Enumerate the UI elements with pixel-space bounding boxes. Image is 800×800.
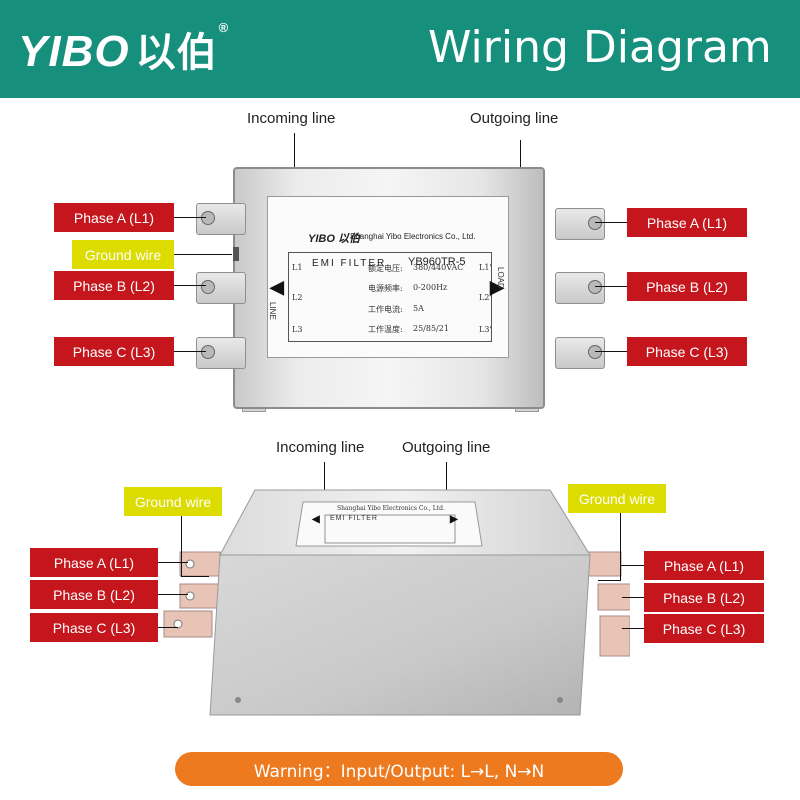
top-left-phase-a-label: Phase A (L1) (54, 203, 174, 232)
bottom-right-phase-b-label: Phase B (L2) (644, 583, 764, 612)
connector-line (174, 217, 206, 218)
plate-model: YB960TR-5 (408, 256, 466, 268)
line-arrow-icon: ◀ (270, 277, 284, 297)
top-left-ground-label: Ground wire (72, 240, 174, 269)
top-right-phase-c-label: Phase C (L3) (627, 337, 747, 366)
page-title: Wiring Diagram (428, 22, 772, 73)
top-incoming-caption: Incoming line (247, 110, 336, 127)
bottom-line-arrow-icon: ◀ (312, 514, 320, 525)
connector-line (622, 597, 644, 598)
bottom-right-ground-label: Ground wire (568, 484, 666, 513)
bottom-outgoing-caption: Outgoing line (402, 439, 491, 456)
connector-line (174, 254, 232, 255)
connector-line (595, 222, 627, 223)
load-arrow-icon: ▶ (490, 277, 504, 297)
connector-line (174, 351, 206, 352)
connector-line (181, 576, 209, 577)
connector-line (598, 580, 620, 581)
bottom-plate-product: EMI FILTER (330, 515, 378, 522)
connector-line (158, 594, 188, 595)
top-nameplate: YIBO 以伯 Shanghai Yibo Electronics Co., L… (267, 196, 509, 358)
warning-banner: Warning：Input/Output: L→L, N→N (175, 752, 623, 786)
connector-line (158, 562, 188, 563)
bottom-left-phase-a-label: Phase A (L1) (30, 548, 158, 577)
top-left-phase-c-label: Phase C (L3) (54, 337, 174, 366)
connector-line (620, 513, 621, 581)
bottom-left-phase-c-label: Phase C (L3) (30, 613, 158, 642)
connector-line (595, 286, 627, 287)
connector-line (181, 516, 182, 576)
connector-line (595, 351, 627, 352)
plate-product: EMI FILTER (312, 258, 387, 269)
bottom-right-phase-a-label: Phase A (L1) (644, 551, 764, 580)
plate-spec-box: L1 L2 L3 L1' L2' L3' 额定电压: 380/440VAC 电源… (288, 252, 492, 342)
bottom-incoming-caption: Incoming line (276, 439, 365, 456)
bottom-left-phase-b-label: Phase B (L2) (30, 580, 158, 609)
connector-line (174, 285, 206, 286)
connector-line (620, 565, 644, 566)
bottom-plate-company: Shanghai Yibo Electronics Co., Ltd. (337, 505, 445, 512)
bottom-filter-image (163, 489, 630, 716)
top-right-phase-a-label: Phase A (L1) (627, 208, 747, 237)
connector-line (622, 628, 644, 629)
bottom-right-phase-c-label: Phase C (L3) (644, 614, 764, 643)
top-right-phase-b-label: Phase B (L2) (627, 272, 747, 301)
bottom-left-ground-label: Ground wire (124, 487, 222, 516)
plate-company: Shanghai Yibo Electronics Co., Ltd. (350, 232, 476, 241)
connector-line (158, 627, 178, 628)
bottom-load-arrow-icon: ▶ (450, 514, 458, 525)
plate-brand: YIBO 以伯 (308, 233, 360, 245)
top-outgoing-caption: Outgoing line (470, 110, 559, 127)
top-left-phase-b-label: Phase B (L2) (54, 271, 174, 300)
